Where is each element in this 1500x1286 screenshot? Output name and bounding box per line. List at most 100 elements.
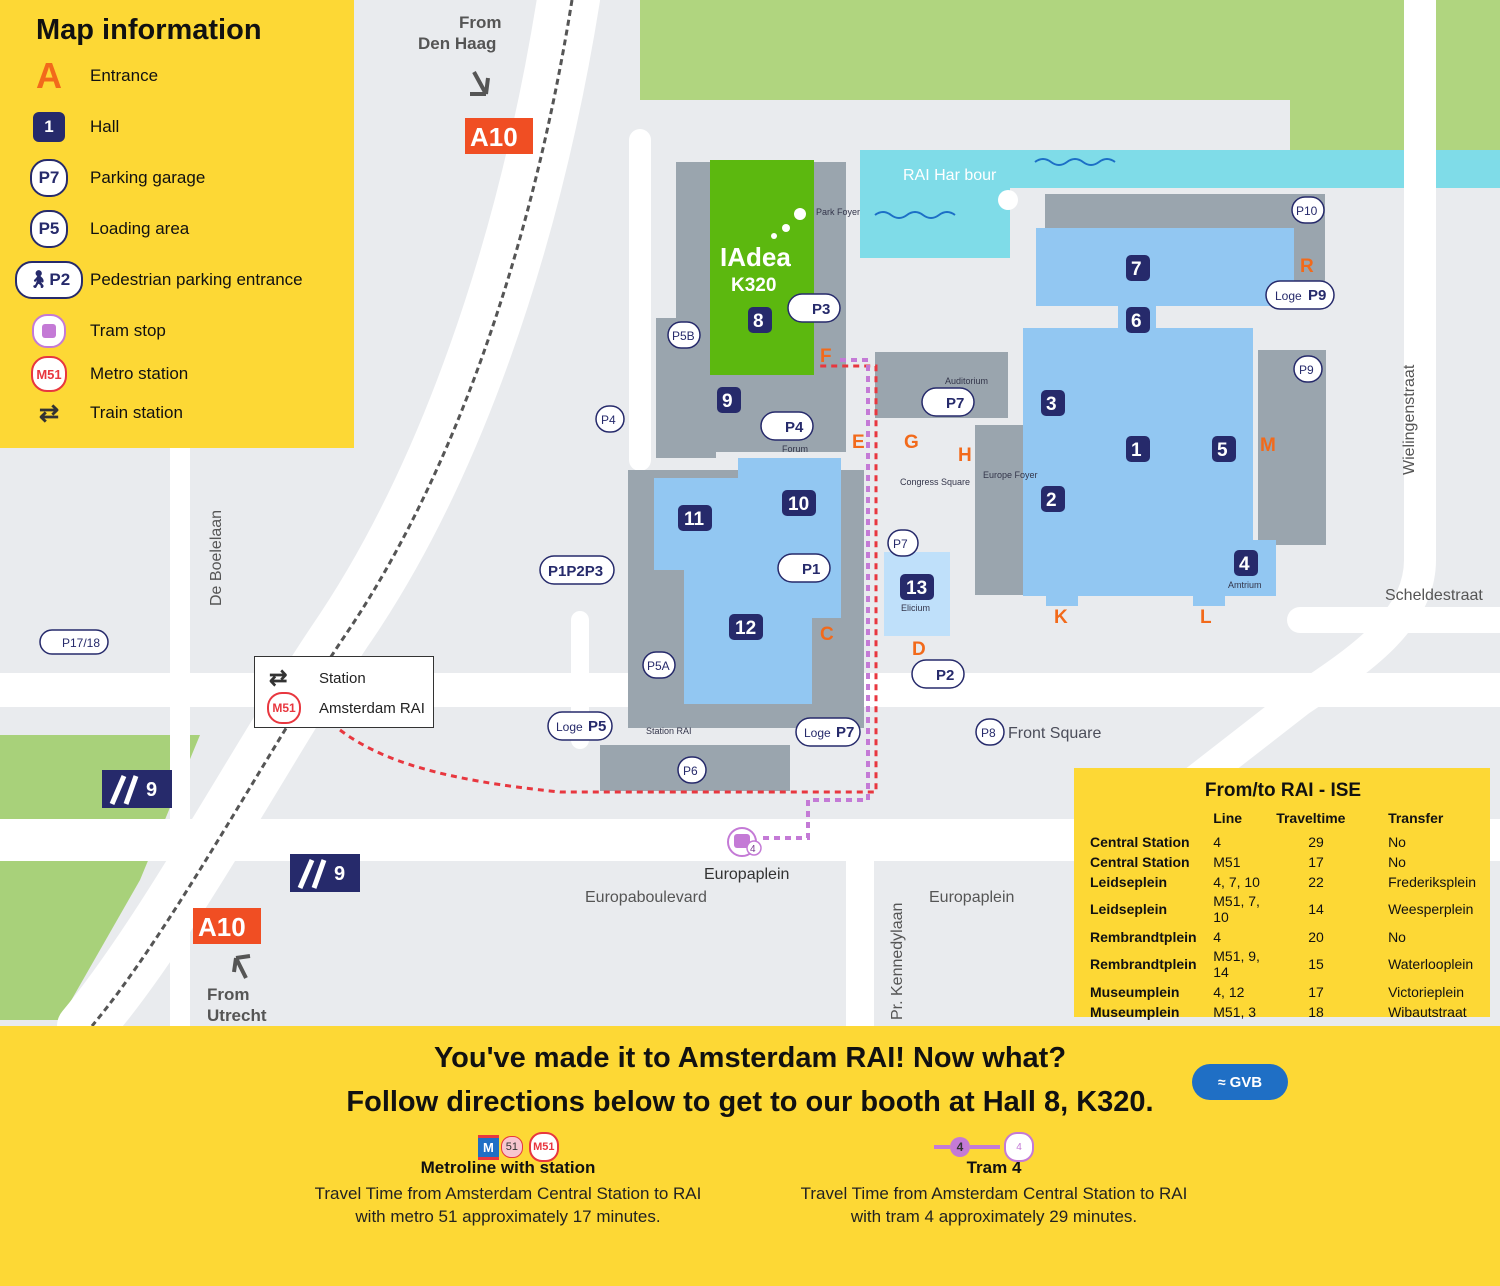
- legend-entrance: A Entrance: [0, 55, 354, 96]
- banner-headline-1: You've made it to Amsterdam RAI! Now wha…: [433, 1042, 1067, 1074]
- legend-title: Map information: [36, 14, 262, 46]
- street-europaboulevard: Europaboulevard: [585, 889, 707, 906]
- svg-text:P17/18: P17/18: [62, 636, 100, 650]
- legend-tram-stop: Tram stop: [0, 311, 354, 351]
- gvb-wave-icon: ≈: [1217, 1074, 1226, 1090]
- map-legend: Map information A Entrance 1 Hall P7 Par…: [0, 0, 354, 448]
- highway-a10-south: A10: [193, 908, 261, 944]
- legend-metro-station: M51 Metro station: [0, 354, 354, 394]
- legend-pedestrian-parking: 🚶︎P2 Pedestrian parking entrance: [0, 260, 354, 300]
- svg-text:1: 1: [1131, 440, 1142, 461]
- walking-route-pink: [760, 358, 870, 840]
- legend-train-station: ⇄ Train station: [0, 393, 354, 433]
- forum-label: Forum: [782, 444, 808, 454]
- entrance-letters: C D E F G H K L M R: [820, 256, 1314, 660]
- street-de-boelelaan: De Boelelaan: [208, 510, 225, 606]
- tram-desc: Travel Time from Amsterdam Central Stati…: [800, 1184, 1188, 1226]
- congress-square-label: Congress Square: [900, 477, 970, 487]
- europe-foyer-label: Europe Foyer: [983, 470, 1038, 480]
- station-rai-label: Station RAI: [646, 726, 692, 736]
- street-scheldestraat: Scheldestraat: [1385, 587, 1483, 604]
- svg-text:P4: P4: [785, 419, 804, 436]
- svg-text:Loge: Loge: [804, 726, 831, 740]
- tram-line-track-icon: [934, 1145, 950, 1149]
- svg-text:P5: P5: [588, 718, 606, 735]
- svg-text:10: 10: [788, 494, 809, 515]
- svg-text:L: L: [1200, 607, 1212, 628]
- banner-headline-2: Follow directions below to get to our bo…: [346, 1086, 1154, 1118]
- tram-stop-icon: 4: [1004, 1132, 1034, 1162]
- street-wielingenstraat: Wielingenstraat: [1401, 364, 1418, 475]
- arrow-from-den-haag: [470, 71, 490, 96]
- svg-text:5: 5: [1217, 440, 1228, 461]
- svg-text:Loge: Loge: [1275, 289, 1302, 303]
- svg-text:9: 9: [146, 779, 157, 801]
- metro-badges: M 51 M51: [478, 1132, 559, 1162]
- metro-desc: Travel Time from Amsterdam Central Stati…: [314, 1184, 702, 1226]
- parking-markers[interactable]: P5B P4 P5A P6 P8 P9 P10 P1P2P3 P3 P4 P7 …: [39, 196, 1335, 784]
- europaplein-stop-label: Europaplein: [704, 866, 789, 883]
- loading-area-icon: P5: [14, 209, 84, 249]
- tram-title: Tram 4: [966, 1158, 1022, 1177]
- exit-9-sign-b: 9: [290, 854, 360, 892]
- svg-text:9: 9: [722, 391, 733, 412]
- svg-text:R: R: [1300, 256, 1314, 277]
- svg-text:11: 11: [684, 509, 705, 530]
- svg-text:A10: A10: [198, 912, 246, 942]
- svg-text:P9: P9: [1299, 363, 1314, 377]
- tram-directions: 4 4 Tram 4 Travel Time from Amsterdam Ce…: [784, 1130, 1204, 1228]
- front-square-label: Front Square: [1008, 725, 1101, 742]
- street-europaplein: Europaplein: [929, 889, 1014, 906]
- metro-station-icon: M51: [528, 1132, 559, 1162]
- svg-text:P4: P4: [601, 413, 616, 427]
- svg-text:P7: P7: [836, 724, 854, 741]
- street-kennedylaan: Pr. Kennedylaan: [889, 903, 906, 1020]
- hall-badges: 7 6 3 1 5 2 4 8 9 10 11 12 13: [678, 255, 1258, 640]
- park-foyer-label: Park Foyer: [816, 207, 860, 217]
- svg-text:9: 9: [334, 863, 345, 885]
- legend-parking-garage: P7 Parking garage: [0, 158, 354, 198]
- tram-stop-europaplein[interactable]: 4: [727, 827, 762, 857]
- metro-station-icon: M51: [267, 692, 301, 724]
- booth-brand: IAdea: [720, 242, 791, 272]
- svg-text:M: M: [1260, 435, 1276, 456]
- svg-text:G: G: [904, 432, 919, 453]
- svg-text:P9: P9: [1308, 287, 1326, 304]
- route-table-grid: Line Traveltime Transfer Central Station…: [1090, 810, 1476, 1022]
- svg-text:P5A: P5A: [647, 659, 670, 673]
- tram-stop-icon: [14, 311, 84, 351]
- booth-hall-8[interactable]: [710, 160, 814, 375]
- svg-text:P6: P6: [683, 764, 698, 778]
- railway-track: [90, 0, 574, 1027]
- svg-text:F: F: [820, 346, 832, 367]
- parking-garage-icon: P7: [14, 158, 84, 198]
- svg-text:P5B: P5B: [672, 329, 695, 343]
- svg-text:7: 7: [1131, 259, 1142, 280]
- svg-text:P1P2P3: P1P2P3: [548, 563, 603, 580]
- svg-text:P8: P8: [981, 726, 996, 740]
- hall-number-icon: 1: [14, 107, 84, 147]
- legend-hall: 1 Hall: [0, 107, 354, 147]
- walking-route-red: [339, 364, 878, 794]
- svg-text:P7: P7: [946, 395, 964, 412]
- svg-text:P2: P2: [936, 667, 954, 684]
- metro-title: Metroline with station: [420, 1158, 596, 1177]
- train-station-icon: ⇄: [38, 399, 60, 427]
- pedestrian-parking-icon: 🚶︎P2: [14, 260, 84, 300]
- booth-id: K320: [731, 275, 776, 296]
- svg-text:4: 4: [750, 844, 756, 855]
- svg-text:Loge: Loge: [556, 720, 583, 734]
- svg-text:C: C: [820, 624, 834, 645]
- amtrium-label: Amtrium: [1228, 580, 1262, 590]
- train-station-icon: ⇄: [269, 665, 288, 690]
- svg-text:E: E: [852, 432, 865, 453]
- svg-text:P1: P1: [802, 561, 820, 578]
- svg-text:2: 2: [1046, 490, 1057, 511]
- harbour-label: RAI Har bour: [903, 167, 997, 184]
